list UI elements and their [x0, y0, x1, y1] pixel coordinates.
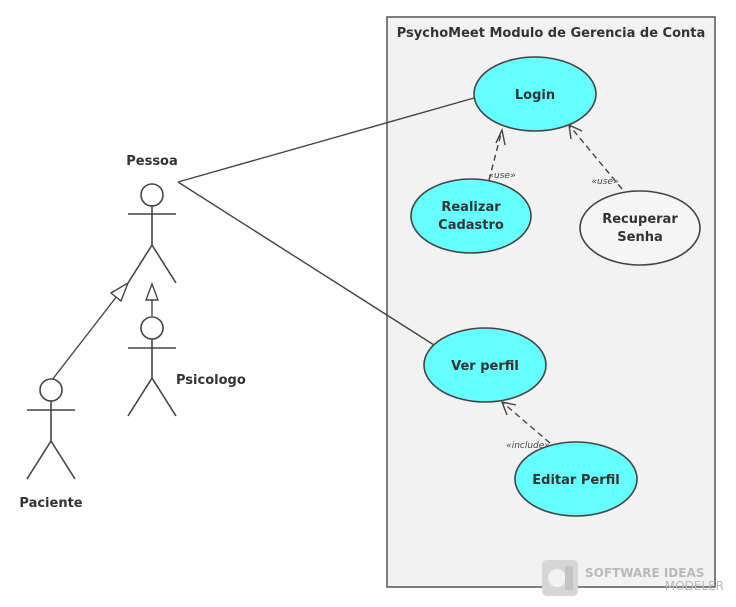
actor-pessoa[interactable] [127, 183, 177, 284]
watermark-line1: SOFTWARE IDEAS [585, 566, 704, 580]
generalization-paciente [51, 295, 118, 381]
use-case-recuperar-senha[interactable]: Recuperar Senha [579, 190, 701, 266]
association-pessoa-login [177, 97, 475, 183]
dependency-realizar-login [488, 129, 503, 181]
system-title: PsychoMeet Modulo de Gerencia de Conta [397, 26, 706, 41]
use-case-label-login: Login [515, 88, 555, 103]
actor-label-pessoa: Pessoa [126, 154, 178, 169]
actor-head [140, 316, 164, 340]
use-case-label-recuperar-line1: Recuperar [602, 212, 678, 227]
watermark-logo-icon [542, 560, 578, 596]
use-case-label-realizar-line1: Realizar [441, 200, 501, 215]
generalization-arrow-psicologo [144, 282, 160, 301]
use-case-login[interactable]: Login [473, 56, 597, 132]
actor-head [39, 378, 63, 402]
actor-head [140, 183, 164, 207]
stereotype-use-1: «use» [488, 171, 515, 181]
generalization-arrow-paciente [109, 281, 130, 303]
dependency-editar-ver [501, 401, 551, 444]
use-case-ver-perfil[interactable]: Ver perfil [423, 327, 547, 403]
dependency-arrowhead [495, 127, 506, 146]
actor-paciente[interactable] [26, 378, 76, 480]
use-case-realizar-cadastro[interactable]: Realizar Cadastro [410, 178, 532, 254]
use-case-editar-perfil[interactable]: Editar Perfil [514, 441, 638, 517]
actor-label-paciente: Paciente [19, 496, 82, 511]
dependency-recuperar-login [568, 124, 623, 190]
stereotype-use-2: «use» [591, 177, 618, 187]
association-pessoa-ver-perfil [177, 181, 435, 346]
actor-psicologo[interactable] [127, 316, 177, 417]
watermark-line2: MODELER [665, 579, 724, 593]
use-case-label-recuperar-line2: Senha [617, 230, 662, 245]
stereotype-include: «include» [506, 441, 550, 451]
watermark: SOFTWARE IDEAS MODELER [542, 560, 724, 596]
use-case-label-ver-perfil: Ver perfil [451, 359, 519, 374]
use-case-label-realizar-line2: Cadastro [438, 218, 504, 233]
use-case-label-editar-perfil: Editar Perfil [532, 473, 619, 488]
actor-label-psicologo: Psicologo [176, 373, 246, 388]
dependency-arrowhead [500, 401, 517, 416]
